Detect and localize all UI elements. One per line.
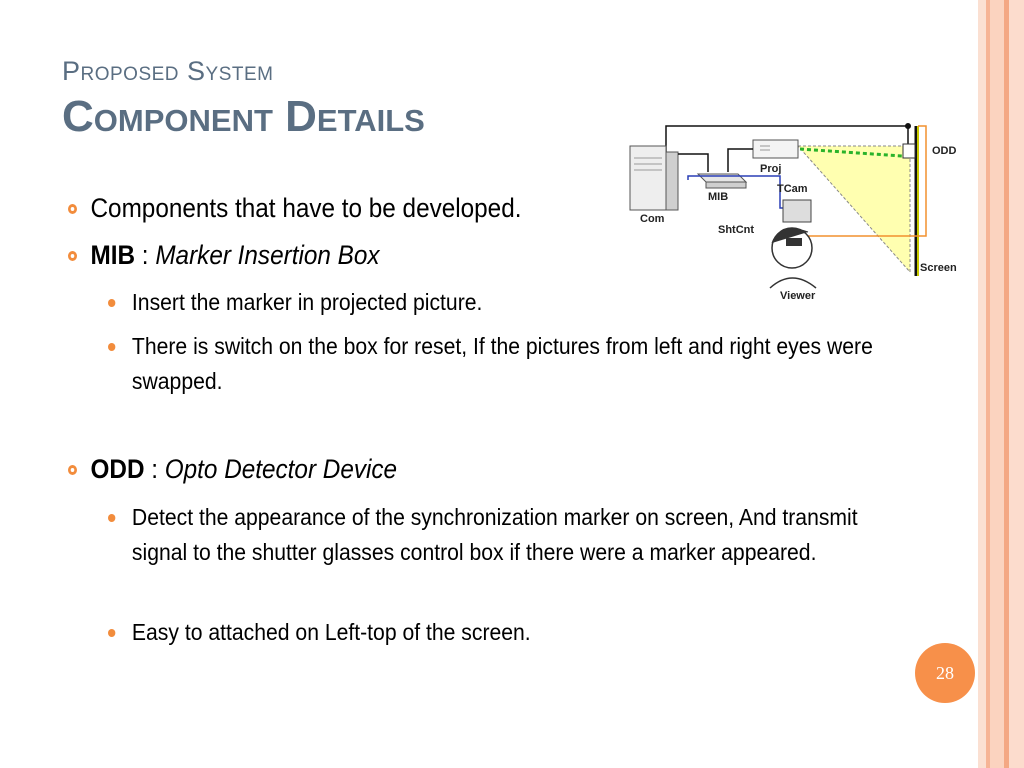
term-odd-definition: Opto Detector Device bbox=[164, 454, 398, 484]
term-mib-definition: Marker Insertion Box bbox=[155, 240, 380, 270]
mib-box-icon bbox=[696, 173, 748, 183]
sync-signal-line bbox=[799, 147, 903, 158]
decor-stripe-5 bbox=[1009, 0, 1024, 768]
label-viewer: Viewer bbox=[780, 290, 816, 302]
label-tcam: TCam bbox=[777, 183, 808, 195]
bullet-ring-icon bbox=[68, 204, 77, 214]
label-screen: Screen bbox=[920, 262, 957, 274]
projector-icon bbox=[752, 139, 799, 159]
shutter-glasses-icon bbox=[786, 238, 802, 246]
label-proj: Proj bbox=[760, 163, 781, 175]
label-odd: ODD bbox=[932, 145, 957, 157]
bullet-text: Insert the marker in projected picture. bbox=[131, 289, 483, 315]
wire-com-to-odd bbox=[665, 125, 909, 160]
bullet-dot-icon bbox=[108, 343, 116, 351]
decor-stripe-1 bbox=[978, 0, 986, 768]
tcam-icon bbox=[782, 199, 812, 223]
term-odd: ODD bbox=[90, 454, 145, 484]
term-mib: MIB bbox=[90, 240, 136, 270]
label-shtcnt: ShtCnt bbox=[718, 224, 754, 236]
wire-com-to-mib bbox=[678, 153, 709, 172]
system-diagram: ODD Proj Com MIB TCam ShtCnt Viewer Scre… bbox=[629, 123, 957, 302]
bullet-text: Detect the appearance of the synchroniza… bbox=[131, 504, 858, 565]
separator: : bbox=[144, 454, 165, 484]
bullet-text: Components that have to be developed. bbox=[90, 193, 522, 223]
page-number-badge: 28 bbox=[915, 643, 975, 703]
computer-icon bbox=[629, 145, 667, 211]
bullet-ring-icon bbox=[68, 251, 77, 261]
decor-stripe-4 bbox=[1004, 0, 1009, 768]
bullet-dot-icon bbox=[108, 299, 116, 307]
wire-mib-to-proj bbox=[727, 148, 753, 172]
wire-odd-to-shtcnt bbox=[780, 125, 927, 237]
label-mib: MIB bbox=[708, 191, 728, 203]
decor-stripe-3 bbox=[990, 0, 1004, 768]
bullet-text: There is switch on the box for reset, If… bbox=[131, 333, 873, 394]
bullet-dot-icon bbox=[108, 514, 116, 522]
bullet-ring-icon bbox=[68, 465, 77, 475]
label-com: Com bbox=[640, 213, 665, 225]
decor-stripe-2 bbox=[986, 0, 990, 768]
junction-dot bbox=[905, 123, 911, 129]
projection-beam bbox=[796, 145, 911, 274]
slide-title: Component Details bbox=[62, 92, 425, 141]
bullet-dot-icon bbox=[108, 629, 116, 637]
odd-device bbox=[902, 143, 916, 159]
bullet-text: Easy to attached on Left-top of the scre… bbox=[131, 619, 531, 645]
slide-subtitle: Proposed System bbox=[62, 56, 274, 86]
separator: : bbox=[135, 240, 156, 270]
